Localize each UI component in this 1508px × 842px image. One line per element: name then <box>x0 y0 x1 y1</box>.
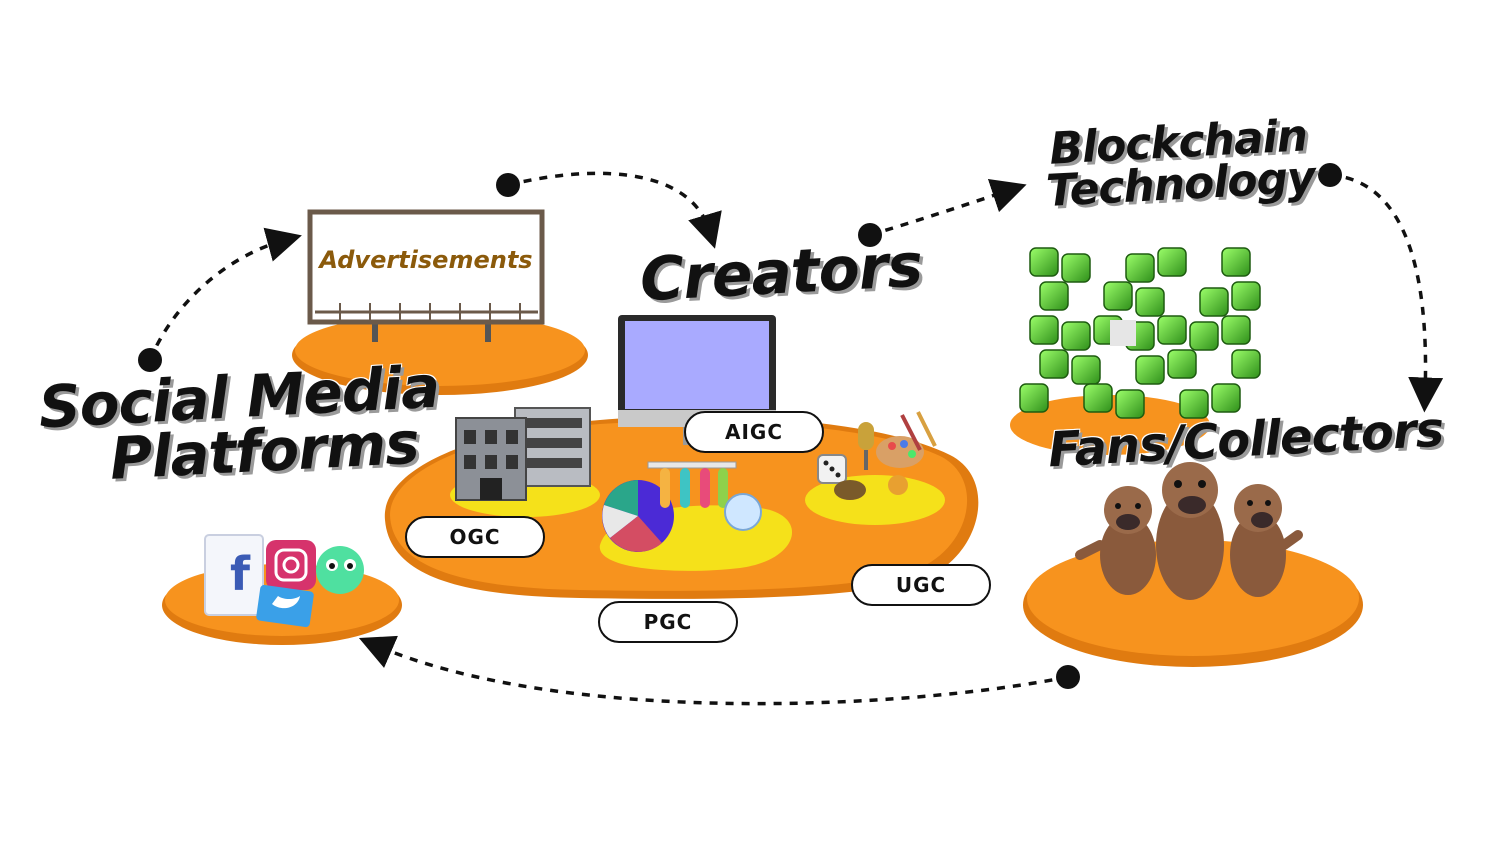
block-cube <box>1071 355 1101 385</box>
block-cube <box>1135 355 1165 385</box>
blockchain-label-line2: Technology <box>1044 151 1316 217</box>
block-cube <box>1221 315 1251 345</box>
pgc-badge: PGC <box>598 601 738 643</box>
messenger-icon <box>316 546 364 594</box>
otter-middle <box>1156 462 1224 600</box>
balls-icon <box>834 475 908 500</box>
arrow-fans-to-social <box>358 635 1069 706</box>
arrow-blockchain-to-fans <box>1329 173 1444 413</box>
arrow-start-dots <box>138 163 1342 689</box>
dice-icon <box>817 454 847 484</box>
block-cube <box>1039 349 1069 379</box>
aigc-badge: AIGC <box>684 411 824 453</box>
test-tubes-icon <box>647 461 762 531</box>
flow-arrows <box>148 171 1444 706</box>
block-core <box>1110 320 1136 346</box>
block-cube <box>1019 383 1049 413</box>
block-cube <box>1211 383 1241 413</box>
blockchain-label: Blockchain Technology <box>1043 110 1316 217</box>
pie-chart-icon <box>602 480 674 552</box>
otters-icon <box>1075 462 1303 600</box>
block-cube <box>1231 281 1261 311</box>
billboard-island <box>292 314 588 395</box>
block-cube <box>1157 247 1187 277</box>
block-cube <box>1083 383 1113 413</box>
social-media-label: Social Media Platforms <box>37 353 443 493</box>
twitter-icon <box>256 584 314 628</box>
block-cube <box>1167 349 1197 379</box>
arrow-social-to-ads <box>148 227 302 361</box>
block-cube <box>1061 253 1091 283</box>
otter-right <box>1230 484 1303 597</box>
block-cube <box>1103 281 1133 311</box>
facebook-icon: f <box>204 534 264 616</box>
arrow-ads-to-creators <box>507 171 722 249</box>
otter-left <box>1075 486 1156 595</box>
arrow-creators-to-blockchain <box>869 178 1027 237</box>
instagram-icon <box>266 540 316 590</box>
ugc-badge: UGC <box>851 564 991 606</box>
svg-text:f: f <box>230 547 251 601</box>
palette-icon <box>876 411 937 468</box>
ogc-badge: OGC <box>405 516 545 558</box>
blockchain-island <box>1010 395 1210 455</box>
monitor-icon <box>618 315 776 445</box>
buildings-icon <box>455 407 591 501</box>
block-cube <box>1157 315 1187 345</box>
block-cube <box>1125 253 1155 283</box>
block-cube <box>1039 281 1069 311</box>
block-cube <box>1221 247 1251 277</box>
block-cube <box>1115 389 1145 419</box>
block-cube <box>1029 315 1059 345</box>
block-cube <box>1029 247 1059 277</box>
block-cube <box>1179 389 1209 419</box>
microphone-icon <box>858 422 874 470</box>
creators-label: Creators <box>638 230 924 316</box>
billboard: Advertisements <box>307 209 545 342</box>
block-cube <box>1135 287 1165 317</box>
blockchain-cubes-icon <box>1019 247 1261 419</box>
block-cube <box>1199 287 1229 317</box>
billboard-text: Advertisements <box>317 246 532 274</box>
block-cube <box>1061 321 1091 351</box>
block-cube <box>1189 321 1219 351</box>
block-cube <box>1231 349 1261 379</box>
